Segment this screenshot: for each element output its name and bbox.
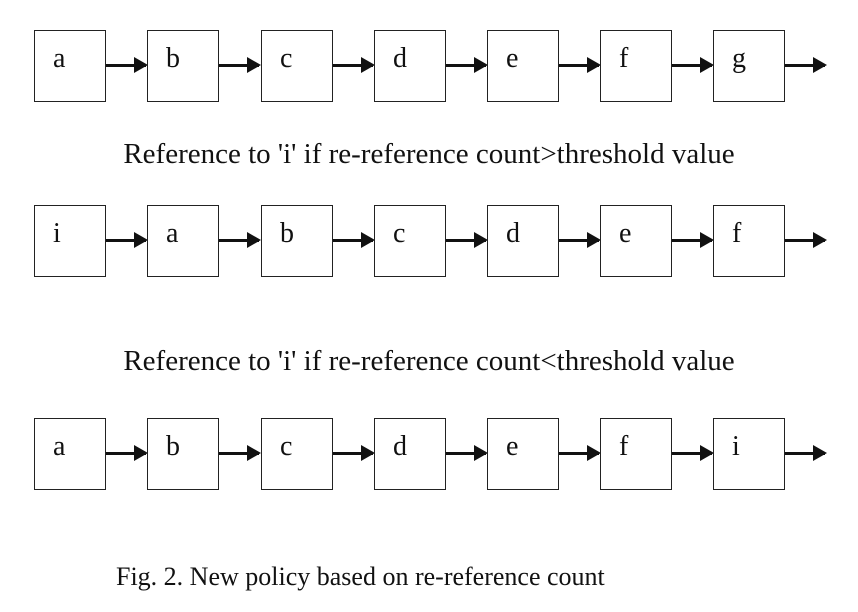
- pointer-arrow: [219, 232, 261, 248]
- node-label: a: [53, 43, 66, 74]
- node-label: i: [53, 218, 61, 249]
- pointer-arrow: [106, 445, 148, 461]
- list-node: a: [147, 205, 219, 277]
- node-label: e: [506, 43, 519, 74]
- node-label: a: [53, 431, 66, 462]
- list-node: e: [600, 205, 672, 277]
- list-node: b: [261, 205, 333, 277]
- pointer-arrow: [559, 445, 601, 461]
- list-node: d: [374, 418, 446, 490]
- list-node: e: [487, 418, 559, 490]
- pointer-arrow: [559, 232, 601, 248]
- pointer-arrow: [333, 445, 375, 461]
- figure-caption: Fig. 2. New policy based on re-reference…: [116, 562, 605, 591]
- node-label: b: [166, 431, 180, 462]
- list-node: i: [713, 418, 785, 490]
- node-label: e: [619, 218, 632, 249]
- list-node: b: [147, 418, 219, 490]
- pointer-arrow: [672, 57, 714, 73]
- pointer-arrow: [785, 57, 827, 73]
- node-label: f: [619, 43, 629, 74]
- caption-greater-threshold: Reference to 'i' if re-reference count>t…: [123, 138, 735, 170]
- node-label: f: [619, 431, 629, 462]
- list-node: a: [34, 30, 106, 102]
- node-label: b: [166, 43, 180, 74]
- list-node: c: [261, 418, 333, 490]
- linked-list-row-original: a b c d e f g: [0, 30, 858, 110]
- list-node: a: [34, 418, 106, 490]
- pointer-arrow: [672, 232, 714, 248]
- node-label: c: [280, 431, 293, 462]
- pointer-arrow: [785, 232, 827, 248]
- list-node: d: [487, 205, 559, 277]
- node-label: b: [280, 218, 294, 249]
- list-node: c: [374, 205, 446, 277]
- pointer-arrow: [446, 232, 488, 248]
- list-node: i: [34, 205, 106, 277]
- list-node: f: [713, 205, 785, 277]
- list-node: c: [261, 30, 333, 102]
- node-label: f: [732, 218, 742, 249]
- node-label: c: [393, 218, 406, 249]
- node-label: a: [166, 218, 179, 249]
- node-label: d: [506, 218, 520, 249]
- node-label: d: [393, 43, 407, 74]
- node-label: d: [393, 431, 407, 462]
- list-node: e: [487, 30, 559, 102]
- pointer-arrow: [672, 445, 714, 461]
- pointer-arrow: [219, 445, 261, 461]
- node-label: e: [506, 431, 519, 462]
- pointer-arrow: [785, 445, 827, 461]
- pointer-arrow: [219, 57, 261, 73]
- caption-less-threshold: Reference to 'i' if re-reference count<t…: [123, 345, 735, 377]
- node-label: c: [280, 43, 293, 74]
- pointer-arrow: [106, 57, 148, 73]
- pointer-arrow: [333, 232, 375, 248]
- list-node: g: [713, 30, 785, 102]
- pointer-arrow: [446, 445, 488, 461]
- pointer-arrow: [106, 232, 148, 248]
- list-node: d: [374, 30, 446, 102]
- node-label: g: [732, 43, 746, 74]
- node-label: i: [732, 431, 740, 462]
- pointer-arrow: [446, 57, 488, 73]
- pointer-arrow: [333, 57, 375, 73]
- linked-list-row-greater: i a b c d e f: [0, 205, 858, 285]
- linked-list-row-less: a b c d e f i: [0, 418, 858, 498]
- pointer-arrow: [559, 57, 601, 73]
- list-node: b: [147, 30, 219, 102]
- list-node: f: [600, 418, 672, 490]
- list-node: f: [600, 30, 672, 102]
